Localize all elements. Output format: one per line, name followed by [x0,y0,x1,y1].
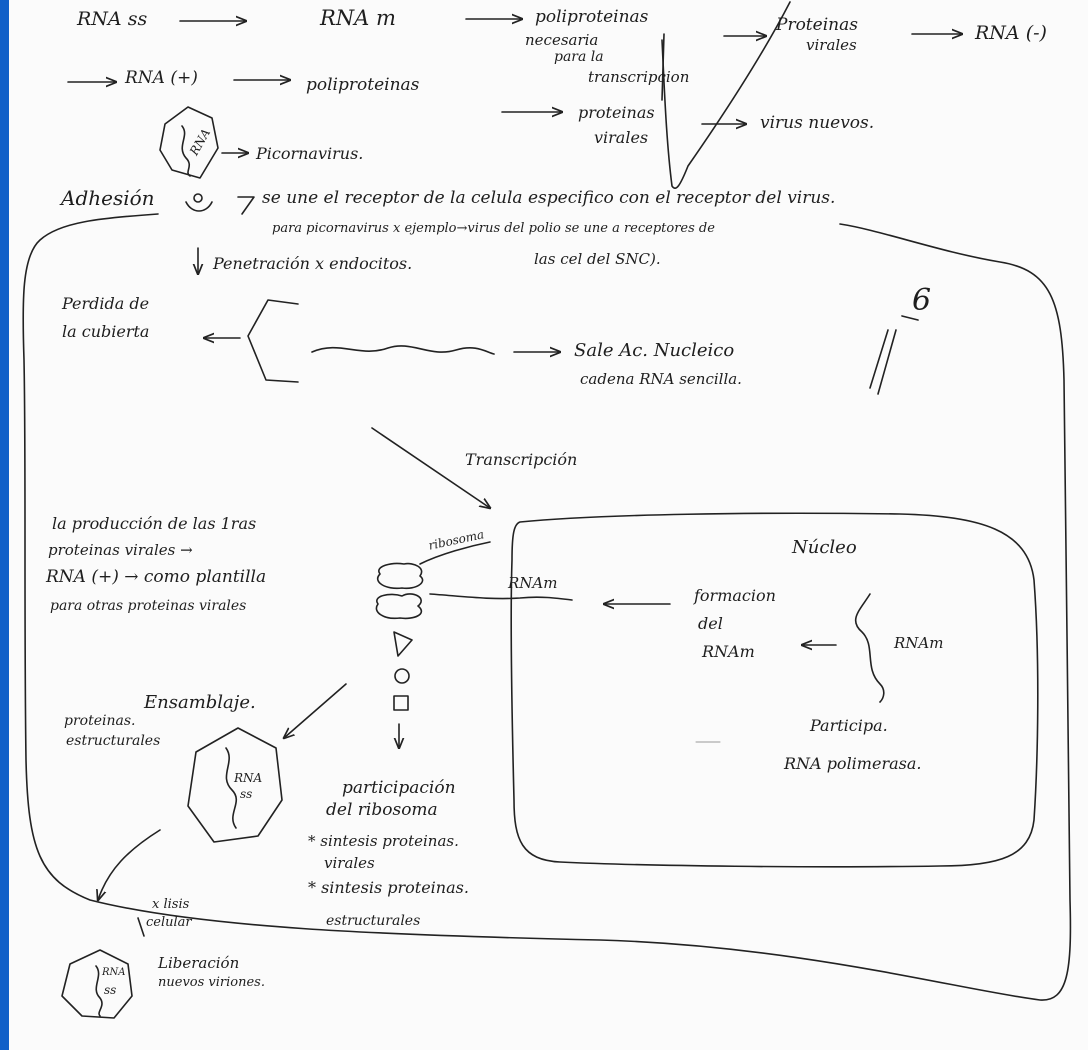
lisis-line-1: x lisis [152,897,190,912]
liberacion-line-1: Liberación [158,954,240,972]
participacion-line-2: del ribosoma [326,800,438,820]
participacion-line-5: * sintesis proteinas. [308,878,469,897]
lisis-line-2: celular [146,915,192,930]
transcripcion-label: transcripcion [588,68,690,86]
nucleo-rnam-2: RNAm [894,634,944,652]
poliproteinas-label-2: poliproteinas [306,75,420,95]
arrow-transcripcion [371,427,490,508]
nucleus-membrane [510,512,1039,868]
transcripcion-arrow-label: Transcripción [465,450,578,469]
assembled-virus-icon [187,727,283,843]
left-accent-bar [0,0,9,1050]
triangle-shape [393,631,413,657]
proteinas-virales-label-2: proteinas [578,103,655,122]
participa-line-2: RNA polimerasa. [784,754,922,773]
picornavirus-icon [159,106,219,179]
arrow-to-lisis [98,829,161,900]
ensamblaje-virus-tag-2: ss [240,787,253,801]
ribosome-top [377,562,424,590]
sale-line-1: Sale Ac. Nucleico [574,340,735,361]
released-virus-icon [61,949,133,1019]
virus-nuevos-label: virus nuevos. [760,113,875,133]
mark-6: 6 [912,283,932,318]
liberacion-virus-tag-1: RNA [102,967,126,978]
ribosome-bottom [375,593,423,620]
formacion-line-1: formacion [694,586,776,605]
produccion-line-4: para otras proteinas virales [50,598,247,614]
adhesion-line-2: para picornavirus x ejemplo→virus del po… [272,221,715,236]
adhesion-line-1: se une el receptor de la celula especifi… [262,188,836,208]
participacion-line-1: participación [342,778,456,798]
rnam-template-strand [854,593,885,703]
para-la-label: para la [554,49,604,65]
participacion-line-3: * sintesis proteinas. [308,832,459,850]
sale-line-2: cadena RNA sencilla. [580,370,742,388]
proteinas-virales-label-2b: virales [594,128,649,147]
necesaria-label: necesaria [525,31,599,49]
rna-minus-label: RNA (-) [975,22,1047,44]
square-shape [393,695,409,711]
participa-line-1: Participa. [810,716,888,735]
adhesion-line-3: las cel del SNC). [534,250,661,268]
lisis-break-mark [137,917,145,937]
perdida-line-2: la cubierta [62,322,150,341]
produccion-line-1: la producción de las 1ras [52,514,257,533]
nucleo-rnam-1: RNAm [508,574,558,592]
ribosome-pointer [419,541,491,565]
capsid-open [247,299,299,383]
ensamblaje-line-1: proteinas. [64,713,136,729]
picornavirus-label: Picornavirus. [256,144,364,163]
vertical-tick [661,33,665,101]
produccion-line-2: proteinas virales → [48,541,193,559]
circle-shape [394,668,410,684]
mrna-strand [429,593,573,601]
liberacion-virus-tag-2: ss [104,983,117,997]
rna-ss-label: RNA ss [77,8,148,30]
v-pen-stroke [661,1,791,190]
perdida-line-1: Perdida de [62,294,150,313]
proteinas-virales-label-1b: virales [806,36,857,54]
arrow-ensamblaje [284,683,347,738]
participacion-line-4: virales [324,854,375,872]
proteinas-virales-label-1: Proteinas [776,15,858,35]
formacion-line-2: del [698,614,723,633]
adhesion-title: Adhesión [61,186,155,210]
penetracion-label: Penetración x endocitos. [213,254,413,273]
rna-m-label: RNA m [320,6,396,30]
rna-plus-label: RNA (+) [125,68,198,88]
formacion-line-3: RNAm [702,642,755,661]
nucleo-title: Núcleo [792,537,857,558]
ensamblaje-title: Ensamblaje. [144,692,256,713]
cell-membrane [22,213,1072,1001]
poliproteinas-label-1: poliproteinas [535,7,649,27]
ensamblaje-line-2: estructurales [66,733,161,749]
produccion-line-3: RNA (+) → como plantilla [46,567,267,587]
liberacion-line-2: nuevos viriones. [158,975,265,990]
ensamblaje-virus-tag-1: RNA [234,771,263,785]
nucleic-acid-strand [311,345,495,355]
participacion-line-6: estructurales [326,913,421,929]
